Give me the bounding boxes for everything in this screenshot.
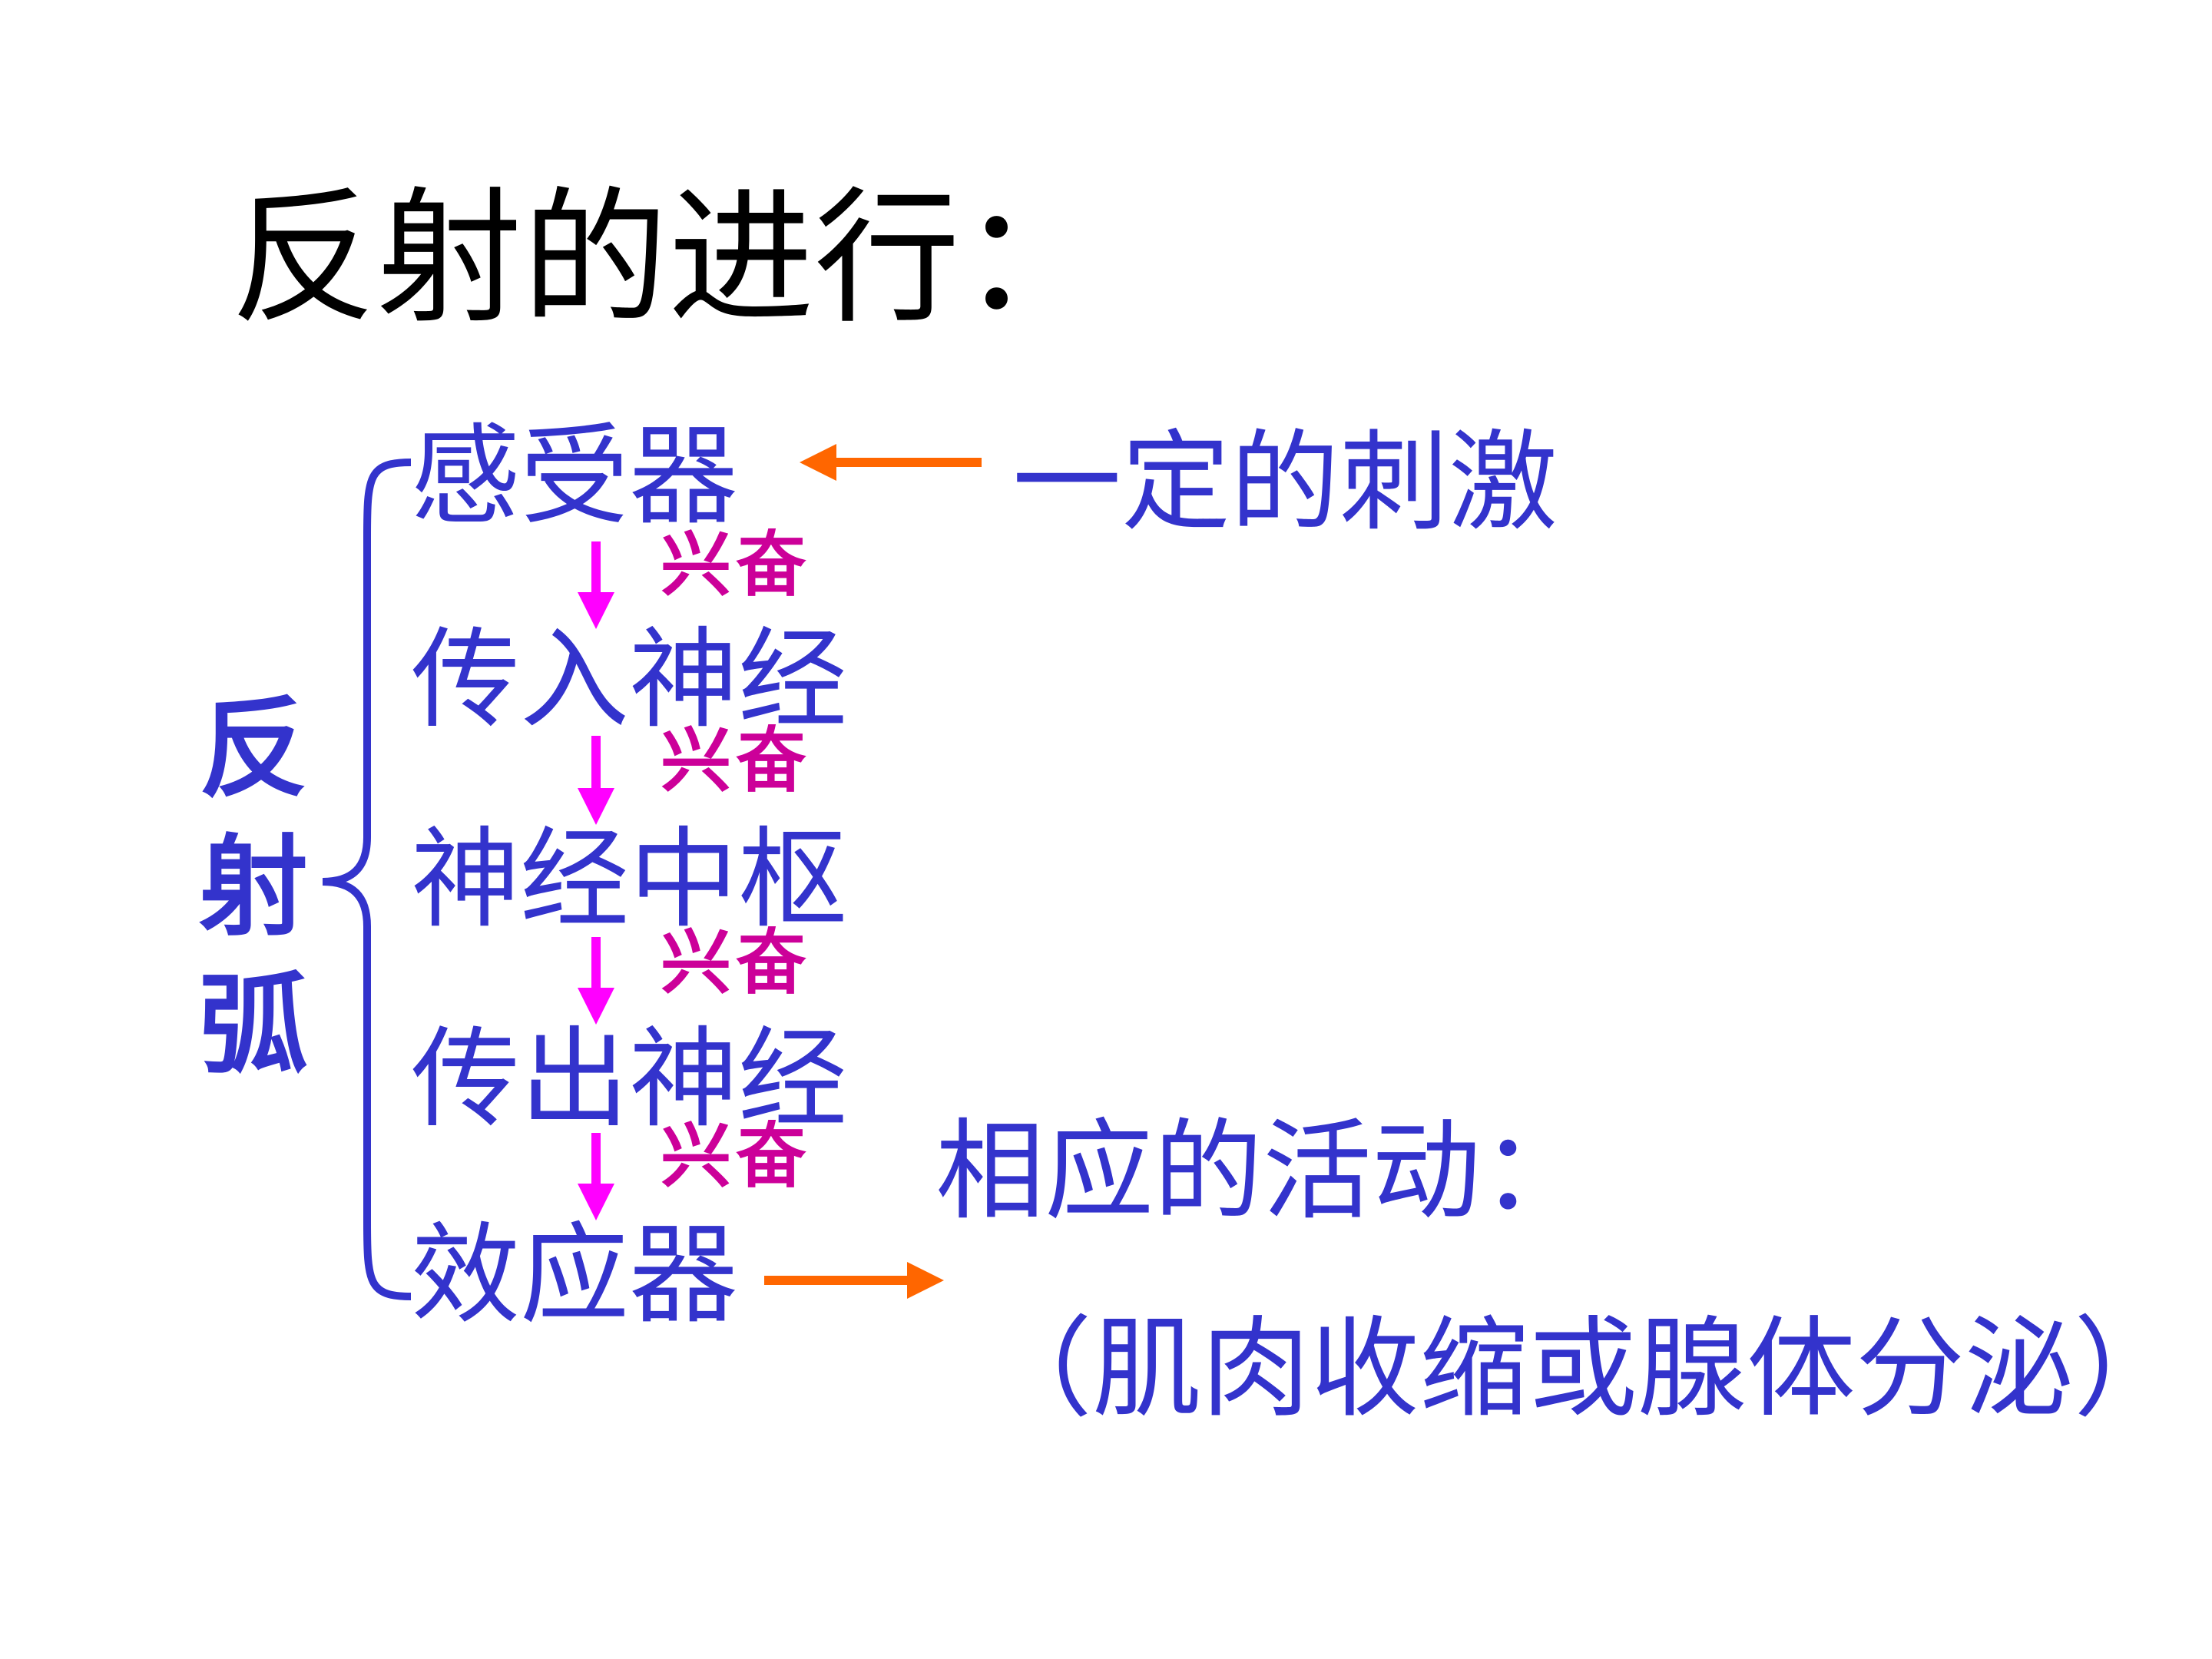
- response-label: 相应的活动：: [935, 1108, 1590, 1235]
- side-label-char-2: 射: [199, 824, 308, 951]
- step-effector: 效应器: [411, 1212, 738, 1339]
- excitation-label-1: 兴奋: [661, 524, 812, 606]
- excitation-label-2: 兴奋: [661, 720, 812, 802]
- step-nerve-center: 神经中枢: [411, 816, 847, 943]
- reflex-arc-brace: [322, 459, 412, 1300]
- step-afferent-nerve: 传入神经: [411, 617, 847, 743]
- excitation-label-4: 兴奋: [661, 1115, 812, 1197]
- response-detail: （肌肉收缩或腺体分泌）: [983, 1306, 2183, 1432]
- stimulus-text: 一定的刺激: [1012, 419, 1558, 546]
- slide-title: 反射的进行：: [230, 174, 1107, 343]
- excitation-label-3: 兴奋: [661, 922, 812, 1004]
- side-label-char-1: 反: [199, 686, 308, 813]
- side-label-char-3: 弧: [199, 962, 308, 1089]
- step-efferent-nerve: 传出神经: [411, 1016, 847, 1143]
- step-receptor: 感受器: [411, 413, 738, 540]
